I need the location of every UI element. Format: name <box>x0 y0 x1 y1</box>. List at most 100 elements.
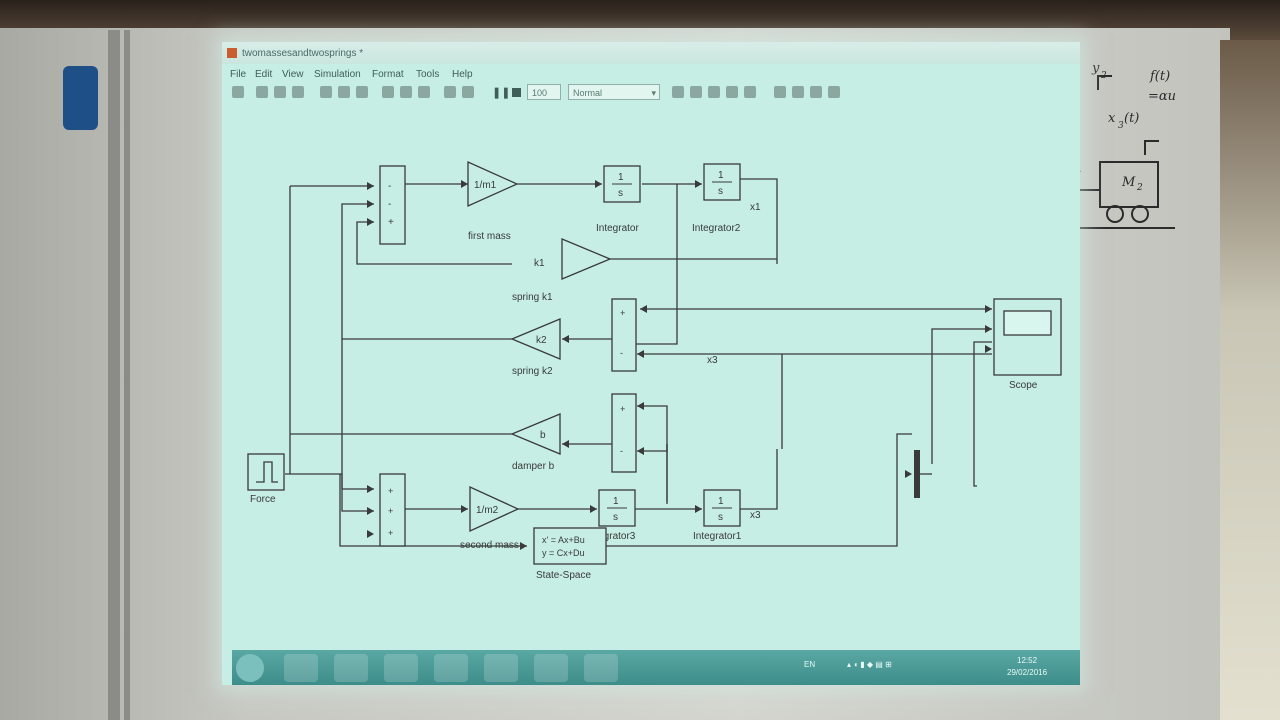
model-explorer-icon[interactable] <box>690 86 702 98</box>
gain-first-mass[interactable]: 1/m1 first mass <box>467 160 519 242</box>
start-button[interactable] <box>236 654 264 682</box>
media-player-icon[interactable] <box>334 654 368 682</box>
taskbar-clock[interactable]: 12:52 29/02/2016 <box>1007 655 1047 679</box>
integrator1-den: s <box>718 512 723 523</box>
svg-text:-: - <box>620 348 623 358</box>
sum-block-2[interactable]: + + + <box>379 473 406 547</box>
fit-icon[interactable] <box>810 86 822 98</box>
library-browser-icon[interactable] <box>672 86 684 98</box>
tray-icons[interactable]: ▴ ◖ ▮ ◆ ▤ ⊞ <box>847 660 892 669</box>
forward-icon[interactable] <box>400 86 412 98</box>
sum-block-damper[interactable]: + - <box>611 393 637 473</box>
build-icon[interactable] <box>726 86 738 98</box>
menu-bar: File Edit View Simulation Format Tools H… <box>222 66 1080 82</box>
email-icon[interactable] <box>434 654 468 682</box>
sim-mode-select[interactable]: Normal ▾ <box>568 84 660 100</box>
svg-text:3: 3 <box>1118 121 1124 131</box>
svg-text:+: + <box>388 486 393 496</box>
gain-spring-k2-label: spring k2 <box>512 366 553 377</box>
cut-icon[interactable] <box>320 86 332 98</box>
undo-icon[interactable] <box>444 86 456 98</box>
menu-edit[interactable]: Edit <box>255 69 273 80</box>
window-titlebar: twomassesandtwosprings * <box>222 42 1080 64</box>
new-model-icon[interactable] <box>232 86 244 98</box>
sim-mode-value: Normal <box>573 88 603 98</box>
back-icon[interactable] <box>382 86 394 98</box>
signal-arrowheads <box>367 180 992 550</box>
integrator3-label: Integrator3 <box>587 531 636 542</box>
gain-spring-k1-value: k1 <box>534 258 545 269</box>
open-icon[interactable] <box>256 86 268 98</box>
integrator-label: Integrator <box>596 223 639 234</box>
advisor-icon[interactable] <box>774 86 786 98</box>
matlab-icon[interactable] <box>534 654 568 682</box>
block-scope[interactable]: Scope <box>993 298 1062 391</box>
menu-file[interactable]: File <box>230 69 247 80</box>
gain-spring-k1-label: spring k1 <box>512 292 553 303</box>
scope-display <box>1003 310 1052 336</box>
block-integrator1[interactable]: 1 s Integrator1 x3 <box>693 489 761 542</box>
block-integrator3[interactable]: 1 s Integrator3 <box>587 489 636 542</box>
model-canvas[interactable]: - - + 1/m1 first mass 1 s Integrator <box>222 104 1080 654</box>
whiteboard-frame-left <box>108 30 120 720</box>
settings-icon[interactable] <box>828 86 840 98</box>
scope-label: Scope <box>1009 380 1038 391</box>
state-space-eq1: x' = Ax+Bu <box>542 535 585 545</box>
wall-right <box>1220 40 1280 720</box>
sum-block-1[interactable]: - - + <box>379 165 406 245</box>
board-magnet <box>63 66 98 130</box>
svg-text:+: + <box>388 528 393 538</box>
clock-date: 29/02/2016 <box>1007 668 1048 677</box>
menu-view[interactable]: View <box>282 69 304 80</box>
svg-text:y: y <box>1091 61 1100 76</box>
stop-icon[interactable] <box>512 88 521 97</box>
debug-icon[interactable] <box>708 86 720 98</box>
zoom-icon[interactable] <box>792 86 804 98</box>
gain-second-mass-label: second mass <box>460 540 519 551</box>
save-icon[interactable] <box>274 86 286 98</box>
copy-icon[interactable] <box>338 86 350 98</box>
pause-icon[interactable]: ❚❚ <box>492 87 511 99</box>
block-integrator2[interactable]: 1 s Integrator2 x1 <box>692 163 761 234</box>
menu-help[interactable]: Help <box>452 69 473 80</box>
update-icon[interactable] <box>744 86 756 98</box>
gain-damper-b[interactable]: b damper b <box>510 413 561 472</box>
redo-icon[interactable] <box>462 86 474 98</box>
block-state-space[interactable]: x' = Ax+Bu y = Cx+Du State-Space <box>533 527 607 581</box>
svg-text:+: + <box>388 506 393 516</box>
stop-time-field[interactable]: 100 <box>527 84 561 100</box>
integrator3-num: 1 <box>613 496 619 507</box>
integrator2-den: s <box>718 186 723 197</box>
chrome-icon[interactable] <box>484 654 518 682</box>
internet-explorer-icon[interactable] <box>384 654 418 682</box>
integrator1-label: Integrator1 <box>693 531 742 542</box>
gain-damper-b-value: b <box>540 430 546 441</box>
gain-second-mass[interactable]: 1/m2 second mass <box>460 485 520 551</box>
gain-first-mass-value: 1/m1 <box>474 180 497 191</box>
menu-format[interactable]: Format <box>372 69 404 80</box>
state-space-eq2: y = Cx+Du <box>542 548 585 558</box>
language-indicator[interactable]: EN <box>804 660 816 669</box>
menu-simulation[interactable]: Simulation <box>314 69 361 80</box>
mux-block[interactable] <box>914 450 920 498</box>
paste-icon[interactable] <box>356 86 368 98</box>
gain-spring-k2-value: k2 <box>536 335 547 346</box>
signal-x3-out-label: x3 <box>750 510 761 521</box>
up-icon[interactable] <box>418 86 430 98</box>
block-force[interactable]: Force <box>247 453 285 505</box>
svg-text:+: + <box>620 308 625 318</box>
svg-text:M: M <box>1121 175 1136 190</box>
svg-text:f(t): f(t) <box>1149 69 1170 84</box>
svg-text:=αu: =αu <box>1148 89 1176 104</box>
gain-first-mass-label: first mass <box>468 231 511 242</box>
file-explorer-icon[interactable] <box>284 654 318 682</box>
gain-spring-k2[interactable]: k2 spring k2 x3 <box>510 318 718 377</box>
acrobat-icon[interactable] <box>584 654 618 682</box>
sum-block-spring[interactable]: + - <box>611 298 637 372</box>
integrator-num: 1 <box>618 172 624 183</box>
menu-tools[interactable]: Tools <box>416 69 440 80</box>
gain-spring-k1[interactable]: k1 spring k1 <box>512 238 612 303</box>
print-icon[interactable] <box>292 86 304 98</box>
block-integrator[interactable]: 1 s Integrator <box>596 165 641 234</box>
svg-text:-: - <box>388 199 391 210</box>
